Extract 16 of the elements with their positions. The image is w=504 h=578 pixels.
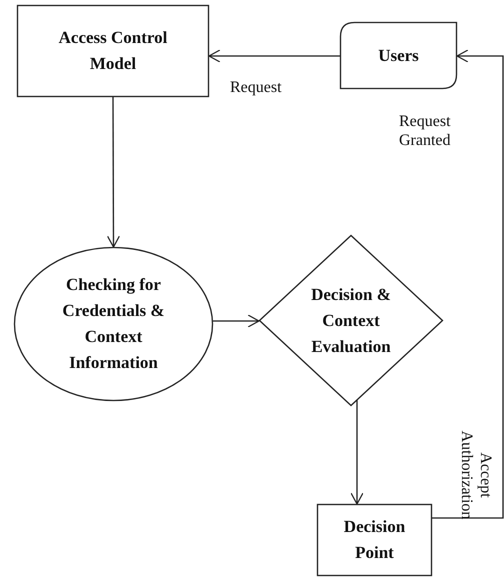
node-label: Decision Point bbox=[342, 516, 406, 564]
node-label: Checking for Credentials & Context Information bbox=[61, 274, 166, 374]
arrow bbox=[208, 49, 340, 63]
arrow bbox=[432, 49, 504, 519]
process-ellipse bbox=[14, 247, 213, 401]
node-label: Access Control Model bbox=[58, 27, 168, 75]
edge-label: Accept Authorization bbox=[457, 430, 495, 522]
process-box bbox=[317, 504, 432, 576]
arrow bbox=[106, 97, 120, 248]
node-label: Decision & Context Evaluation bbox=[310, 284, 392, 358]
process-box bbox=[17, 5, 209, 97]
rounded-box bbox=[340, 22, 457, 89]
decision-diamond bbox=[259, 235, 443, 406]
node-label: Users bbox=[378, 44, 419, 66]
arrow bbox=[350, 400, 364, 505]
arrow bbox=[213, 314, 260, 328]
